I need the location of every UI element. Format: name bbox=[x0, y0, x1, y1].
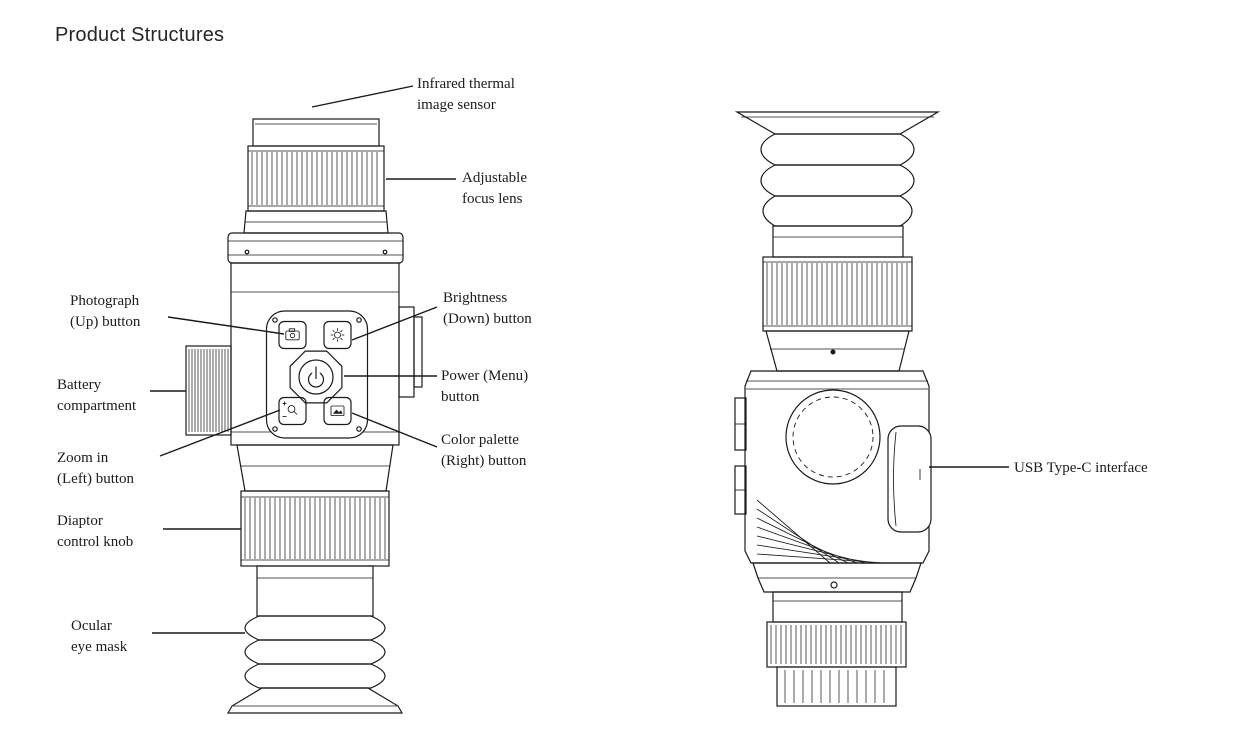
lens-collar bbox=[243, 210, 389, 234]
mount-ring bbox=[227, 232, 404, 264]
usb-type-c-cover bbox=[887, 425, 932, 533]
button-panel bbox=[265, 310, 369, 439]
leader-palette-button bbox=[351, 412, 438, 448]
eye-mask-bellows bbox=[226, 615, 404, 714]
label-zoom-button: Zoom in (Left) button bbox=[57, 450, 135, 487]
lower-tube bbox=[772, 591, 903, 623]
page-title: Product Structures bbox=[55, 24, 225, 46]
leader-infrared-sensor bbox=[311, 85, 414, 108]
upper-tube bbox=[772, 225, 904, 258]
label-brightness-button: Brightness (Down) button bbox=[443, 290, 532, 327]
label-photograph-button: Photograph (Up) button bbox=[70, 293, 141, 330]
focus-ring bbox=[247, 145, 385, 212]
leader-lines bbox=[150, 85, 1009, 634]
label-battery: Battery compartment bbox=[57, 377, 137, 414]
lower-knurl-ring bbox=[766, 621, 907, 668]
left-device-illustration bbox=[185, 118, 423, 714]
label-usb-interface: USB Type-C interface bbox=[1014, 460, 1148, 476]
eye-cup-top bbox=[734, 111, 941, 135]
palette-icon bbox=[323, 396, 352, 426]
label-focus-lens: Adjustable focus lens bbox=[462, 170, 527, 207]
diaptor-knob bbox=[240, 490, 390, 567]
battery-knob bbox=[185, 345, 232, 436]
ocular-tube bbox=[256, 565, 374, 617]
side-mount-blocks bbox=[734, 397, 747, 515]
brightness-icon bbox=[323, 320, 352, 350]
neck-taper bbox=[765, 330, 910, 372]
label-diaptor-knob: Diaptor control knob bbox=[57, 513, 134, 550]
thermal-sensor-cap bbox=[252, 118, 380, 147]
label-palette-button: Color palette (Right) button bbox=[441, 432, 527, 469]
bottom-flange bbox=[752, 562, 922, 593]
leader-brightness-button bbox=[351, 306, 438, 341]
side-rail bbox=[398, 306, 423, 398]
leader-photograph-button bbox=[167, 316, 285, 335]
camera-icon bbox=[278, 320, 307, 350]
objective-barrel bbox=[776, 666, 897, 707]
leader-zoom-button bbox=[159, 409, 281, 457]
power-icon bbox=[289, 350, 343, 404]
label-eye-mask: Ocular eye mask bbox=[71, 618, 128, 655]
label-infrared-sensor: Infrared thermal image sensor bbox=[417, 76, 515, 113]
right-main-body bbox=[744, 370, 930, 564]
label-power-button: Power (Menu) button bbox=[441, 368, 529, 405]
upper-knurl-ring bbox=[762, 256, 913, 332]
right-device-illustration bbox=[734, 111, 941, 707]
bellows-rings bbox=[760, 133, 915, 227]
lower-taper bbox=[236, 444, 394, 492]
